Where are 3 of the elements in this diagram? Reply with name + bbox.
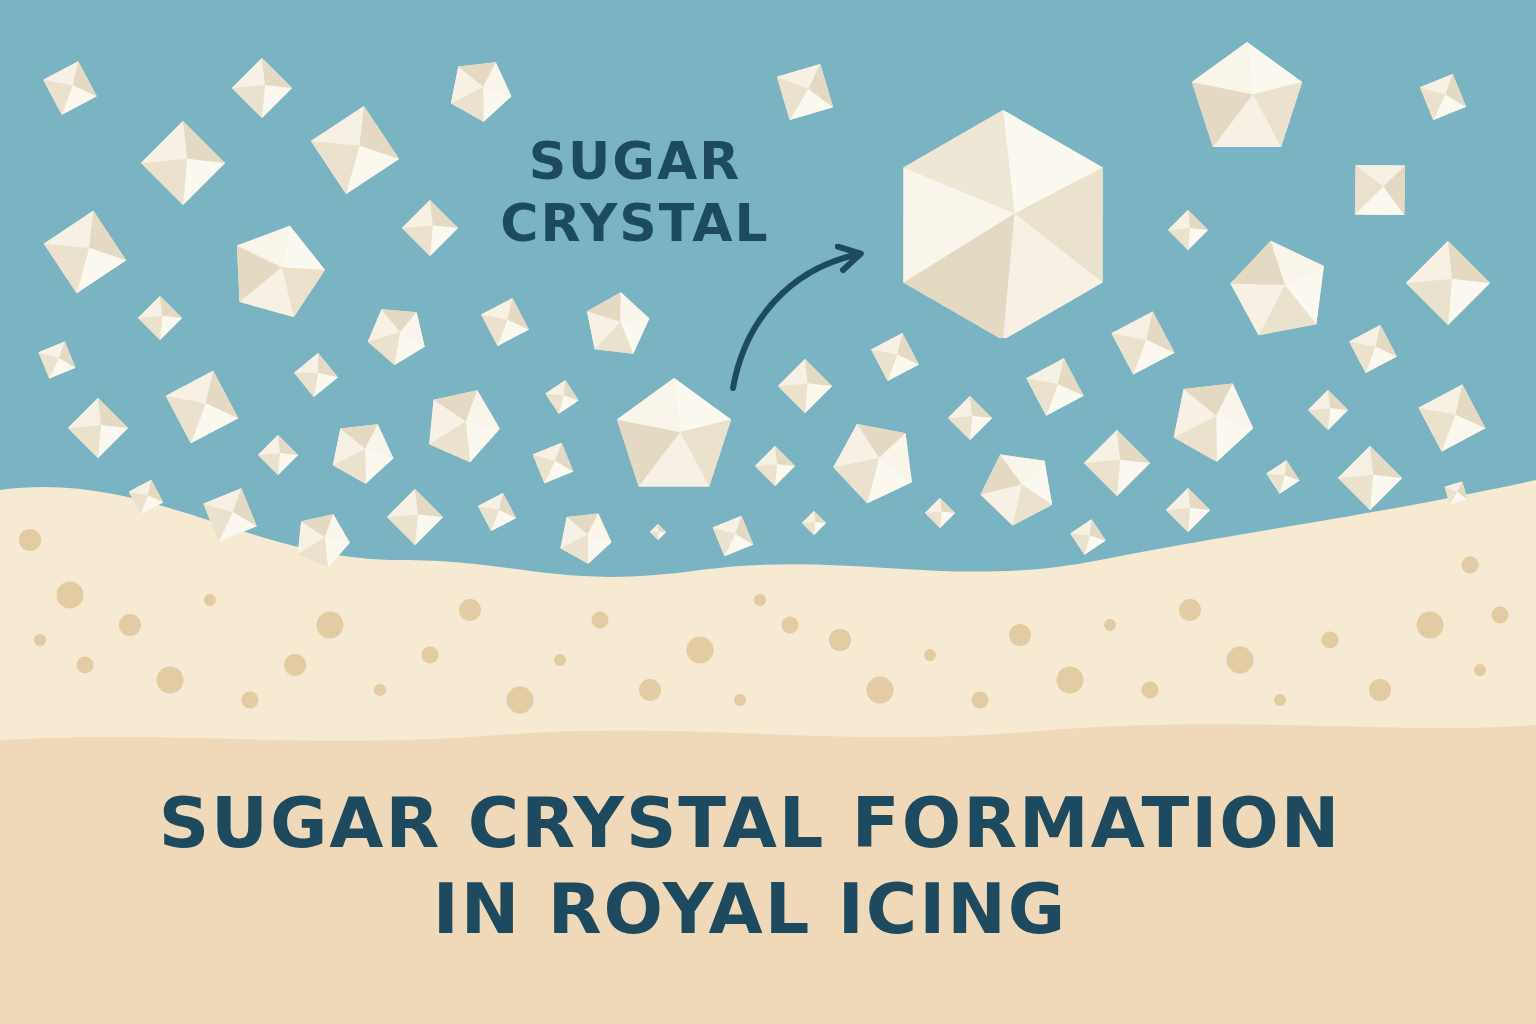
curved-arrow — [730, 244, 864, 391]
title: SUGAR CRYSTAL FORMATION IN ROYAL ICING — [157, 781, 1343, 952]
crystal-label: SUGAR CRYSTAL — [499, 130, 771, 254]
